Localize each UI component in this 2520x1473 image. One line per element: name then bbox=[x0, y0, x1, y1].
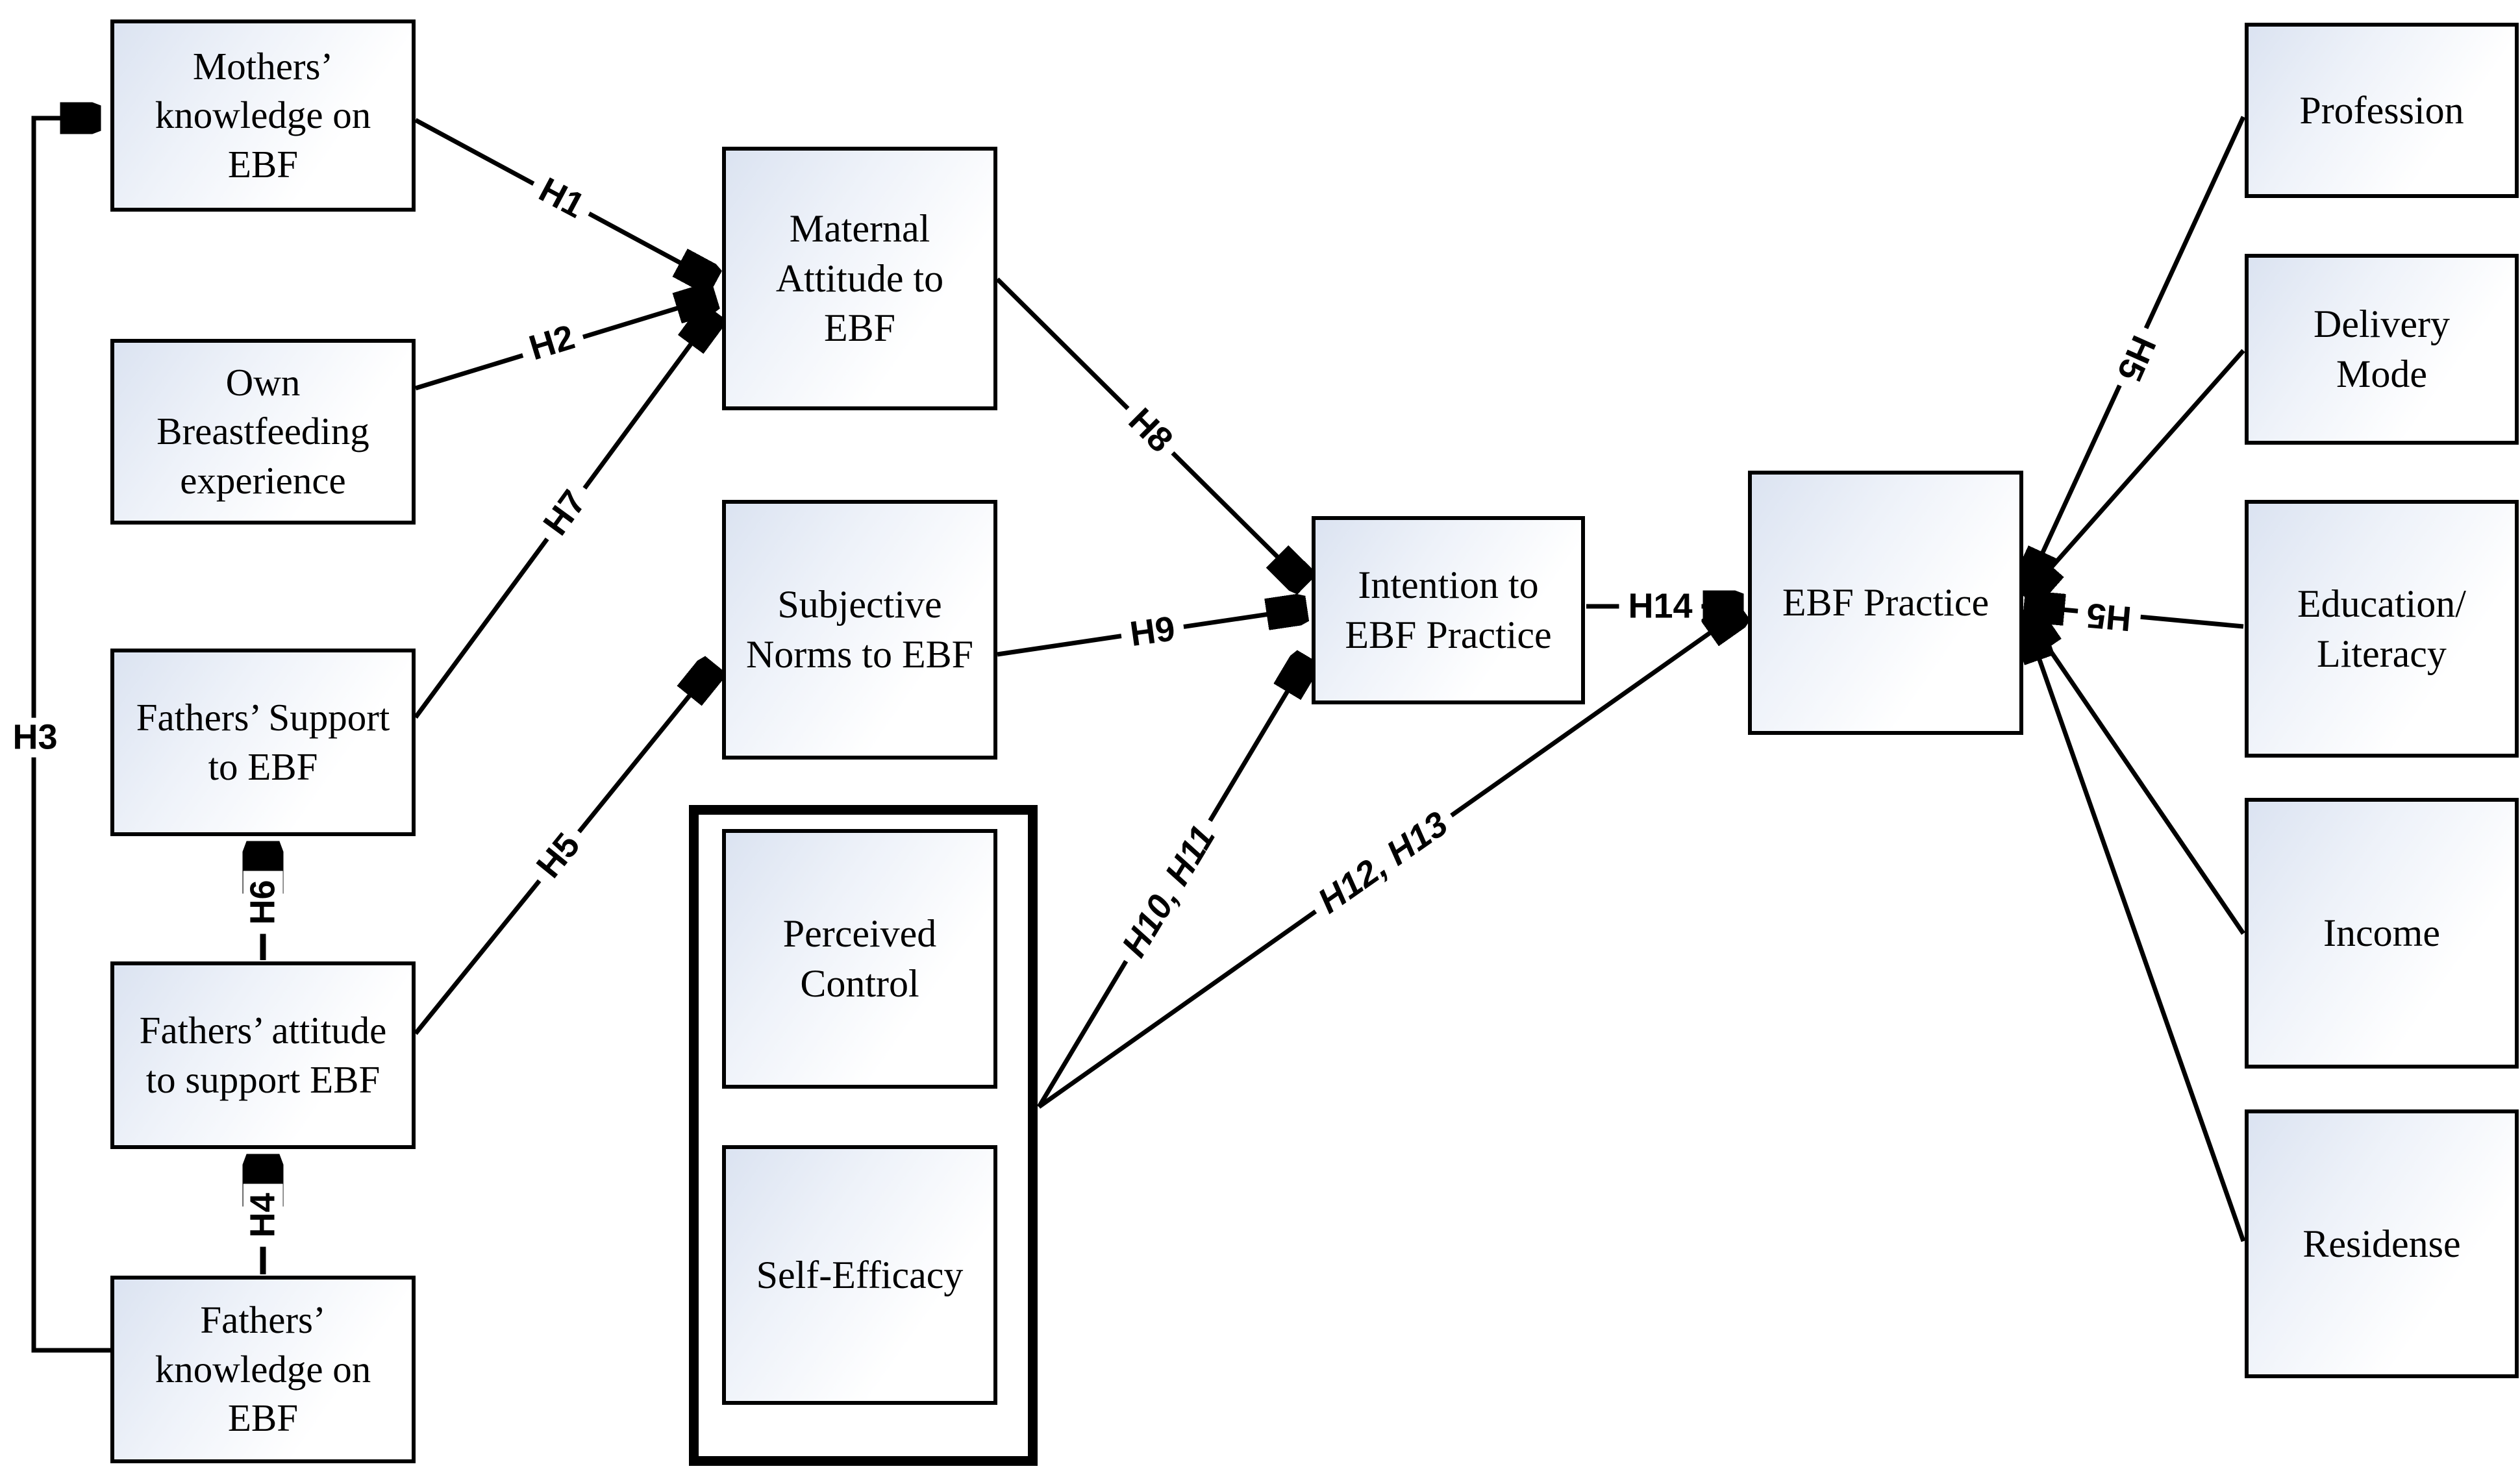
node-label: Mothers’ knowledge on EBF bbox=[155, 44, 371, 186]
node-label: Fathers’ attitude to support EBF bbox=[139, 1008, 387, 1101]
node-income: Income bbox=[2245, 798, 2519, 1069]
node-label: Education/ Literacy bbox=[2297, 582, 2466, 675]
node-profession: Profession bbox=[2245, 23, 2519, 198]
node-perceived-control: Perceived Control bbox=[722, 829, 997, 1089]
node-fathers-attitude: Fathers’ attitude to support EBF bbox=[110, 961, 416, 1149]
node-own-breastfeeding-experience: Own Breastfeeding experience bbox=[110, 339, 416, 525]
node-label: Maternal Attitude to EBF bbox=[775, 206, 944, 350]
node-self-efficacy: Self-Efficacy bbox=[722, 1145, 997, 1405]
node-fathers-knowledge: Fathers’ knowledge on EBF bbox=[110, 1276, 416, 1463]
node-label: Perceived Control bbox=[782, 912, 937, 1005]
node-ebf-practice: EBF Practice bbox=[1748, 471, 2023, 735]
node-intention: Intention to EBF Practice bbox=[1312, 516, 1585, 704]
node-label: Delivery Mode bbox=[2314, 303, 2450, 395]
node-subjective-norms: Subjective Norms to EBF bbox=[722, 500, 997, 760]
node-maternal-attitude: Maternal Attitude to EBF bbox=[722, 147, 997, 410]
edge-income-line bbox=[2027, 617, 2245, 935]
node-label: Subjective Norms to EBF bbox=[745, 583, 974, 676]
node-label: Income bbox=[2323, 911, 2440, 955]
edge-residense-line bbox=[2027, 625, 2246, 1243]
node-delivery-mode: Delivery Mode bbox=[2245, 254, 2519, 445]
node-mothers-knowledge: Mothers’ knowledge on EBF bbox=[110, 19, 416, 212]
node-label: Fathers’ knowledge on EBF bbox=[155, 1298, 371, 1440]
node-education-literacy: Education/ Literacy bbox=[2245, 500, 2519, 758]
node-label: Own Breastfeeding experience bbox=[156, 360, 369, 502]
node-label: Residense bbox=[2302, 1222, 2461, 1265]
node-label: Self-Efficacy bbox=[756, 1253, 964, 1296]
edge-label-h4: H4 bbox=[243, 1183, 283, 1247]
node-label: Fathers’ Support to EBF bbox=[136, 695, 390, 788]
node-fathers-support: Fathers’ Support to EBF bbox=[110, 649, 416, 836]
edge-label-h14: H14 bbox=[1619, 586, 1702, 626]
edge-label-h5-education: H5 bbox=[2076, 594, 2142, 639]
node-label: EBF Practice bbox=[1782, 581, 1990, 625]
node-residense: Residense bbox=[2245, 1109, 2519, 1378]
edge-label-h6: H6 bbox=[243, 871, 283, 934]
node-label: Profession bbox=[2299, 88, 2464, 132]
edge-delivery-mode-line bbox=[2027, 349, 2245, 595]
edge-label-h3: H3 bbox=[3, 717, 67, 758]
node-label: Intention to EBF Practice bbox=[1345, 563, 1552, 656]
